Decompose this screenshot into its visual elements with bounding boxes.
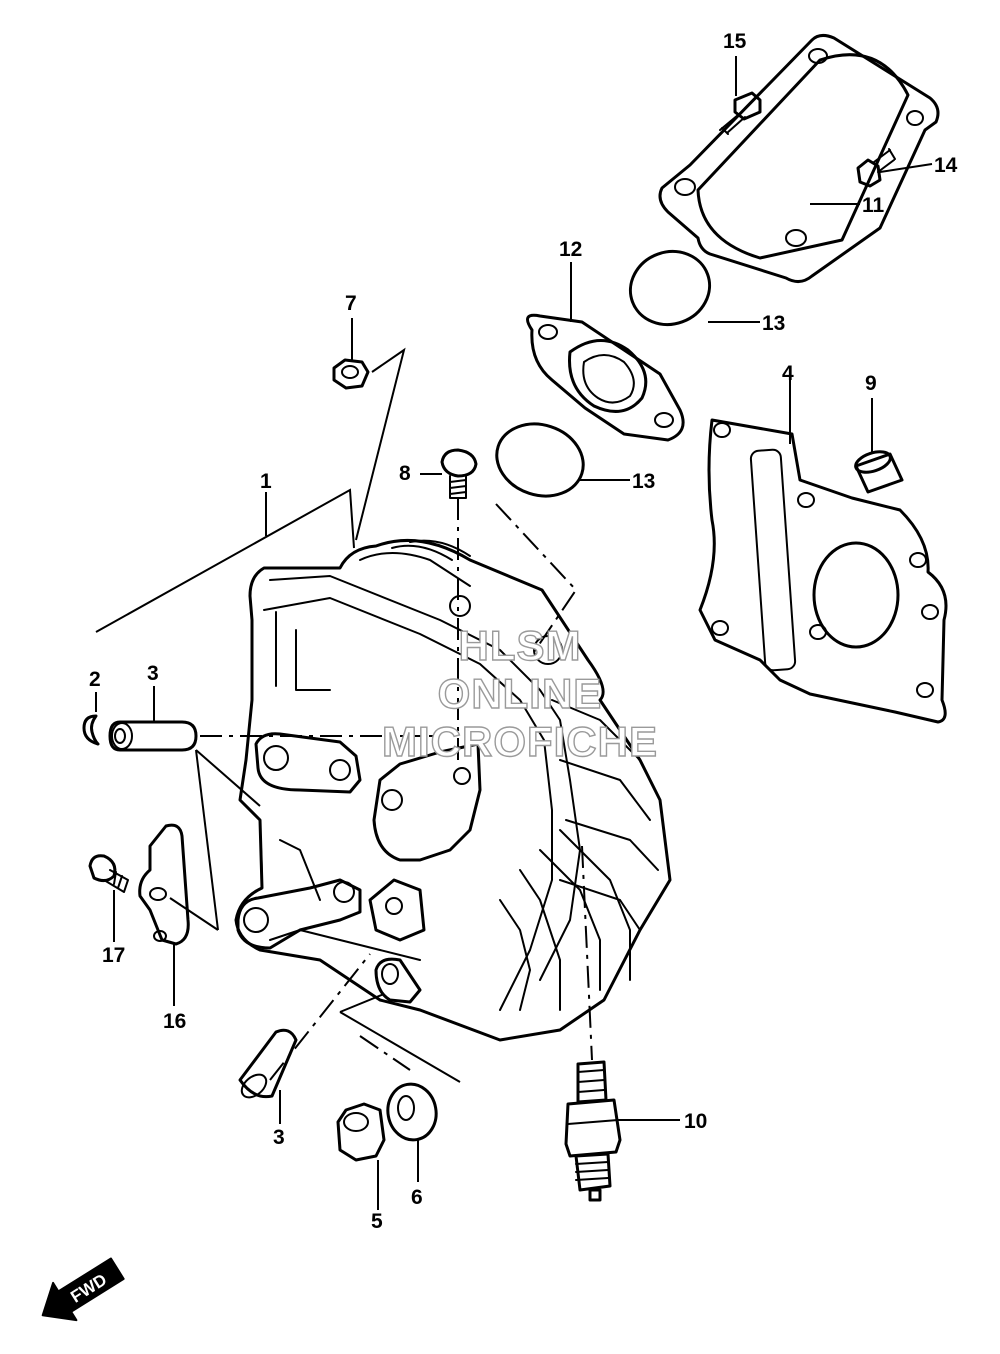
watermark: HLSM ONLINE MICROFICHE bbox=[381, 621, 658, 765]
part-4-head-gasket[interactable] bbox=[698, 418, 948, 724]
callout-11: 11 bbox=[862, 194, 885, 217]
callout-10: 10 bbox=[684, 1110, 707, 1133]
watermark-line-1: HLSM bbox=[459, 622, 582, 669]
callout-3b: 3 bbox=[273, 1126, 285, 1149]
callout-14: 14 bbox=[934, 154, 958, 177]
part-1-cylinder-head[interactable] bbox=[234, 538, 672, 1042]
callout-12: 12 bbox=[559, 238, 582, 261]
part-3-dowel-lower[interactable] bbox=[237, 1028, 298, 1102]
part-9-dowel-pin[interactable] bbox=[853, 448, 904, 494]
callout-8: 8 bbox=[399, 462, 411, 485]
callout-7: 7 bbox=[345, 292, 357, 315]
callout-2: 2 bbox=[89, 668, 101, 691]
part-12-intake-insulator[interactable] bbox=[526, 313, 685, 442]
callout-13a: 13 bbox=[762, 312, 785, 335]
callout-labels: 15 14 11 12 13 7 4 9 8 13 1 2 3 17 16 10… bbox=[89, 30, 958, 1233]
watermark-line-3: MICROFICHE bbox=[382, 718, 658, 765]
callout-17: 17 bbox=[102, 944, 125, 967]
callout-1: 1 bbox=[260, 470, 272, 493]
part-8-bolt[interactable] bbox=[440, 448, 478, 499]
watermark-line-2: ONLINE bbox=[438, 670, 603, 717]
callout-5: 5 bbox=[371, 1210, 383, 1233]
part-16-bracket[interactable] bbox=[138, 823, 190, 946]
callout-16: 16 bbox=[163, 1010, 186, 1033]
callout-4: 4 bbox=[782, 362, 794, 385]
callout-13b: 13 bbox=[632, 470, 655, 493]
part-17-screw[interactable] bbox=[88, 854, 129, 893]
alignment-lines bbox=[200, 498, 593, 1081]
part-2-circlip[interactable] bbox=[82, 714, 100, 746]
callout-6: 6 bbox=[411, 1186, 423, 1209]
callout-3a: 3 bbox=[147, 662, 159, 685]
part-11-intake-pipe[interactable] bbox=[658, 33, 940, 283]
part-6-washer[interactable] bbox=[384, 1080, 441, 1143]
part-7-nut[interactable] bbox=[332, 358, 370, 390]
part-13-o-ring-lower[interactable] bbox=[487, 413, 592, 507]
leader-lines bbox=[95, 56, 933, 1210]
callout-15: 15 bbox=[723, 30, 747, 53]
part-3-dowel-upper[interactable] bbox=[108, 720, 198, 752]
part-15-bolt[interactable] bbox=[719, 91, 762, 135]
part-13-o-ring-upper[interactable] bbox=[620, 240, 720, 335]
callout-9: 9 bbox=[865, 372, 877, 395]
part-14-bolt[interactable] bbox=[856, 148, 896, 188]
part-10-spark-plug[interactable] bbox=[564, 1060, 622, 1202]
fwd-arrow-icon: FWD bbox=[41, 1257, 125, 1322]
part-5-nut[interactable] bbox=[336, 1102, 386, 1162]
